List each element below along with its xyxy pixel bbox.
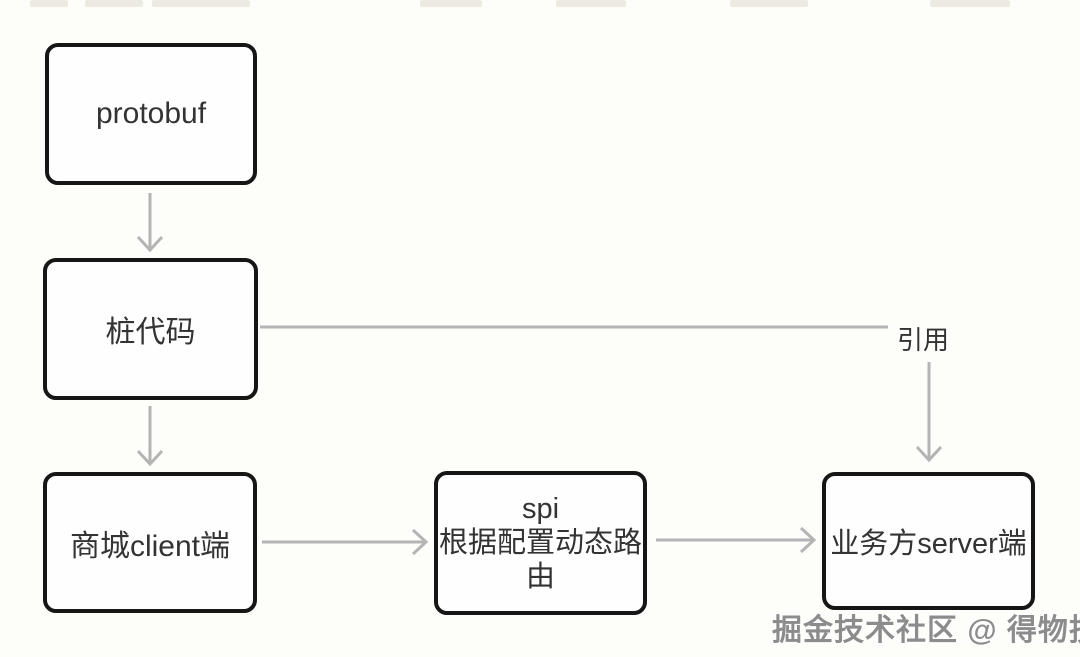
node-business-server-label: 业务方server端 <box>830 528 1027 560</box>
arrow-spi-to-server <box>656 526 817 554</box>
node-mall-client: 商城client端 <box>43 472 257 613</box>
node-stub-code-label: 桩代码 <box>105 316 196 349</box>
arrow-client-to-spi <box>262 528 429 556</box>
watermark: 掘金技术社区 @ 得物技术 <box>772 614 1080 647</box>
node-protobuf: protobuf <box>45 43 257 185</box>
node-stub-code: 桩代码 <box>43 258 258 400</box>
arrow-protobuf-to-stub <box>136 193 164 253</box>
arrow-reference-to-server <box>915 362 943 463</box>
top-edge-artifacts <box>0 0 1080 9</box>
node-mall-client-label: 商城client端 <box>69 529 231 563</box>
node-spi-router-line1: spi <box>521 493 560 525</box>
node-business-server: 业务方server端 <box>822 472 1035 610</box>
node-spi-router-line2: 根据配置动态路由 <box>438 527 642 593</box>
node-spi-router: spi 根据配置动态路由 <box>434 471 647 615</box>
arrow-stub-to-client <box>136 406 164 467</box>
node-protobuf-label: protobuf <box>95 97 207 130</box>
edge-label-reference: 引用 <box>897 325 950 355</box>
